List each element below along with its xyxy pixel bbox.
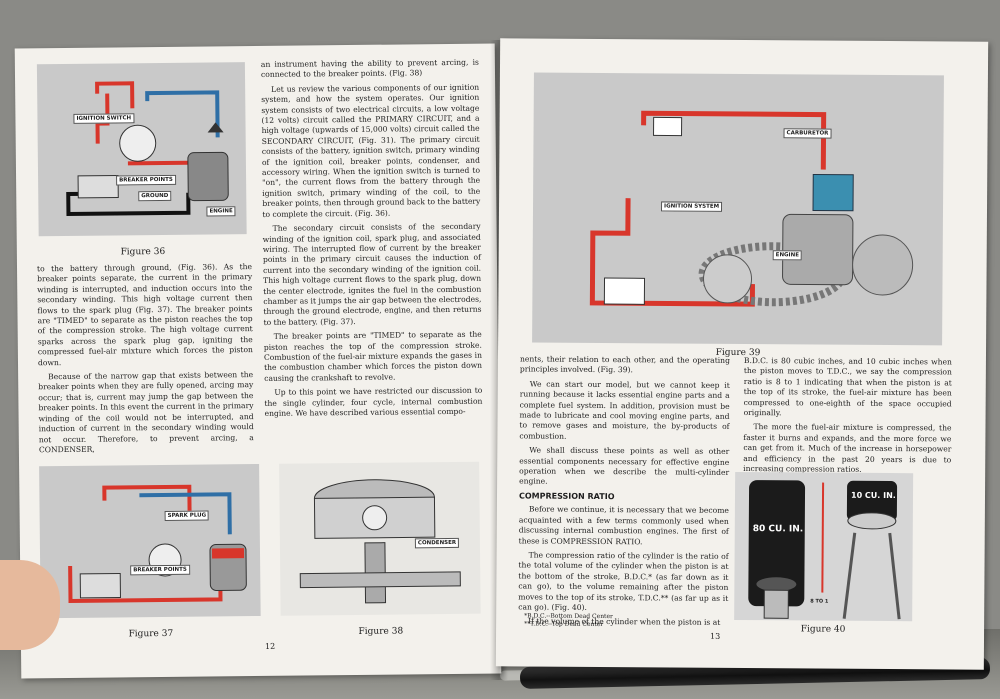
ignition-switch-label: IGNITION SWITCH	[73, 113, 135, 124]
figure-37: SPARK PLUG BREAKER POINTS	[39, 463, 261, 619]
small-cylinder-label: 10 CU. IN.	[850, 490, 896, 501]
ground-label: GROUND	[138, 190, 172, 202]
figure-40-diagram	[748, 480, 901, 620]
page-number: 12	[264, 641, 276, 651]
figure-39: CARBURETOR IGNITION SYSTEM ENGINE	[532, 72, 944, 346]
paragraph: B.D.C. is 80 cubic inches, and 10 cubic …	[743, 356, 952, 418]
figure-36-diagram	[66, 81, 229, 216]
right-page-column-1: nents, their relation to each other, and…	[518, 354, 730, 632]
figure-38: CONDENSER	[279, 461, 481, 616]
paragraph: The compression ratio of the cylinder is…	[518, 550, 729, 612]
paragraph: nents, their relation to each other, and…	[519, 354, 730, 375]
paragraph: Before we continue, it is necessary that…	[518, 504, 729, 546]
paragraph: The more the fuel-air mixture is compres…	[743, 422, 952, 474]
condenser-label: CONDENSER	[414, 537, 460, 549]
paragraph: an instrument having the ability to prev…	[260, 57, 479, 80]
footnotes: *B.D.C.--Bottom Dead Center **T.D.C.--To…	[524, 612, 724, 629]
big-cylinder-label: 80 CU. IN.	[752, 524, 804, 535]
figure-38-caption: Figure 38	[358, 626, 404, 637]
paragraph: Let us review the various components of …	[261, 82, 481, 219]
left-page-column-1: to the battery through ground, (Fig. 36)…	[37, 262, 254, 460]
paragraph: to the battery through ground, (Fig. 36)…	[36, 262, 253, 367]
figure-36-caption: Figure 36	[120, 246, 166, 258]
breaker-points-label: BREAKER POINTS	[116, 174, 176, 186]
section-heading: COMPRESSION RATIO	[518, 491, 615, 501]
paragraph: Up to this point we have restricted our …	[264, 385, 483, 418]
paragraph: The secondary circuit consists of the se…	[262, 221, 482, 327]
figure-37-diagram	[68, 484, 247, 603]
figure-40-caption: Figure 40	[800, 624, 846, 635]
figure-36: IGNITION SWITCH BREAKER POINTS GROUND EN…	[36, 62, 247, 237]
figure-40: 80 CU. IN. 10 CU. IN. 8 TO 1	[734, 471, 914, 622]
page-number: 13	[709, 631, 721, 641]
figure-39-diagram	[589, 110, 914, 307]
right-page-column-2: B.D.C. is 80 cubic inches, and 10 cubic …	[743, 356, 952, 480]
carburetor-label: CARBURETOR	[783, 128, 832, 139]
right-page: CARBURETOR IGNITION SYSTEM ENGINE Figure…	[495, 38, 989, 670]
left-page: IGNITION SWITCH BREAKER POINTS GROUND EN…	[14, 43, 502, 679]
breaker-points-label: BREAKER POINTS	[130, 564, 190, 576]
paragraph: Because of the narrow gap that exists be…	[38, 370, 254, 455]
spark-plug-label: SPARK PLUG	[164, 510, 210, 521]
left-page-column-2: an instrument having the ability to prev…	[261, 58, 483, 424]
paragraph: We can start our model, but we cannot ke…	[519, 379, 730, 441]
engine-label: ENGINE	[772, 250, 803, 261]
figure-38-diagram	[299, 479, 461, 604]
paragraph: We shall discuss these points as well as…	[519, 445, 730, 487]
ignition-system-label: IGNITION SYSTEM	[660, 201, 723, 212]
hand	[0, 560, 60, 650]
figure-37-caption: Figure 37	[128, 628, 174, 640]
engine-label: ENGINE	[206, 206, 236, 217]
ratio-label: 8 TO 1	[810, 598, 829, 605]
paragraph: The breaker points are "TIMED" to separa…	[263, 329, 483, 383]
footnote: **T.D.C.--Top Dead Center	[524, 620, 604, 629]
